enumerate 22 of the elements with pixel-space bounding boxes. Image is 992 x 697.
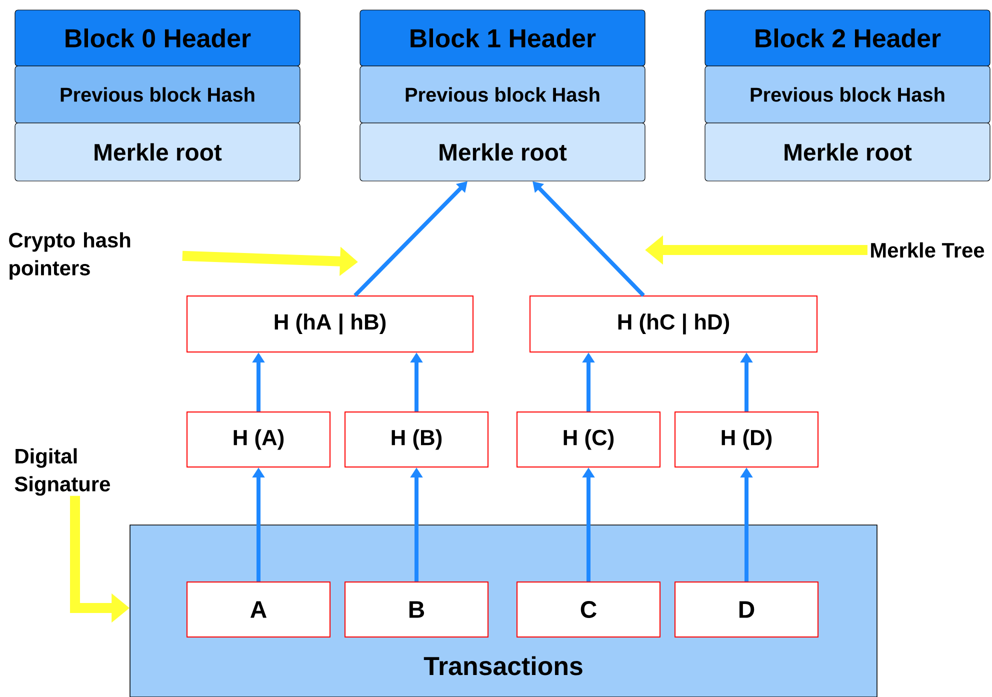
transaction-box: B [344, 582, 488, 638]
hash-box: H (hC | hD) [530, 296, 818, 352]
block-header-row: Block 0 Header [14, 10, 300, 66]
hash-box: H (D) [674, 412, 818, 468]
transaction-box: D [674, 582, 818, 638]
annotation-text: Crypto hash pointers [9, 232, 130, 280]
annotation-text: Digital Signature [14, 448, 110, 496]
merkle-root-row: Merkle root [14, 122, 300, 182]
transaction-box: A [186, 582, 330, 638]
transaction-box: C [516, 582, 660, 638]
merkle-root-row: Merkle root [360, 122, 646, 182]
hash-box: H (C) [516, 412, 660, 468]
merkle-root-row: Merkle root [704, 122, 990, 182]
hash-box: H (A) [186, 412, 330, 468]
block-header-row: Block 2 Header [704, 10, 990, 66]
previous-hash-row: Previous block Hash [360, 66, 646, 124]
previous-hash-row: Previous block Hash [704, 66, 990, 124]
block-header-row: Block 1 Header [360, 10, 646, 66]
hash-box: H (B) [344, 412, 488, 468]
hash-box: H (hA | hB) [186, 296, 474, 352]
previous-hash-row: Previous block Hash [14, 66, 300, 124]
annotation-text: Merkle Tree [871, 242, 984, 258]
